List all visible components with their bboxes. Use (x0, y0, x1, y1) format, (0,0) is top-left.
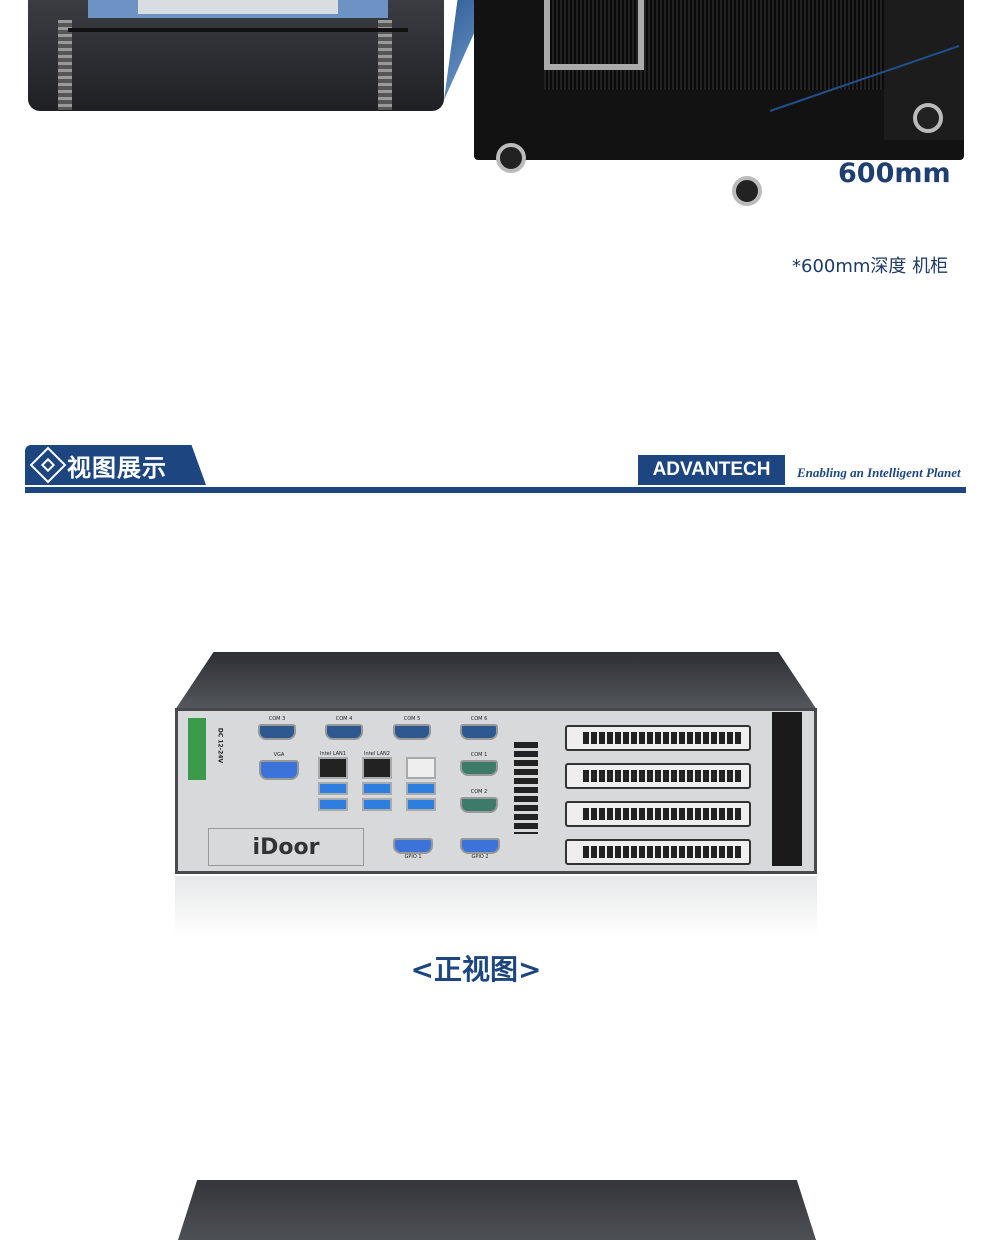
com3-port: COM 3 (258, 716, 296, 740)
power-input-label: DC 12-24V (216, 727, 224, 764)
front-view-caption: <正视图> (410, 953, 542, 986)
vga-port: VGA (259, 752, 299, 780)
expansion-slot (565, 763, 751, 789)
expansion-slot (565, 839, 751, 865)
dimension-label: 600mm (838, 158, 951, 189)
section-header-tab: 视图展示 (25, 445, 206, 485)
expansion-slot (565, 725, 751, 751)
section-divider (25, 487, 966, 493)
com2-port: COM 2 (460, 789, 498, 813)
device-top-cover (175, 652, 817, 710)
lan2-port: Intel LAN2 (362, 751, 392, 811)
caster-wheel (913, 103, 943, 133)
brand-tagline: Enabling an Intelligent Planet (797, 465, 961, 480)
caster-wheel (496, 143, 526, 173)
vent-grille (514, 742, 538, 834)
com1-port: COM 1 (460, 752, 498, 776)
gpio2-port: GPIO 2 (460, 836, 500, 860)
device-reflection (175, 876, 817, 936)
power-terminal (188, 718, 206, 780)
expansion-slot (565, 801, 751, 827)
section-title: 视图展示 (67, 453, 167, 482)
advantech-logo: ADVANTECH (638, 455, 785, 485)
lan1-port: Intel LAN1 (318, 751, 348, 811)
cabinet-photo (474, 0, 964, 160)
gpio1-port: GPIO 1 (393, 836, 433, 860)
server-rack-photo (28, 0, 444, 111)
com4-port: COM 4 (325, 716, 363, 740)
side-bracket (772, 712, 802, 866)
usb-ports (406, 757, 436, 811)
caster-wheel (732, 176, 762, 206)
idoor-plate: iDoor (208, 828, 364, 866)
cabinet-caption: *600mm深度 机柜 (792, 256, 949, 277)
diamond-logo-icon (29, 446, 67, 484)
com5-port: COM 5 (393, 716, 431, 740)
com6-port: COM 6 (460, 716, 498, 740)
second-device-top (178, 1180, 816, 1240)
